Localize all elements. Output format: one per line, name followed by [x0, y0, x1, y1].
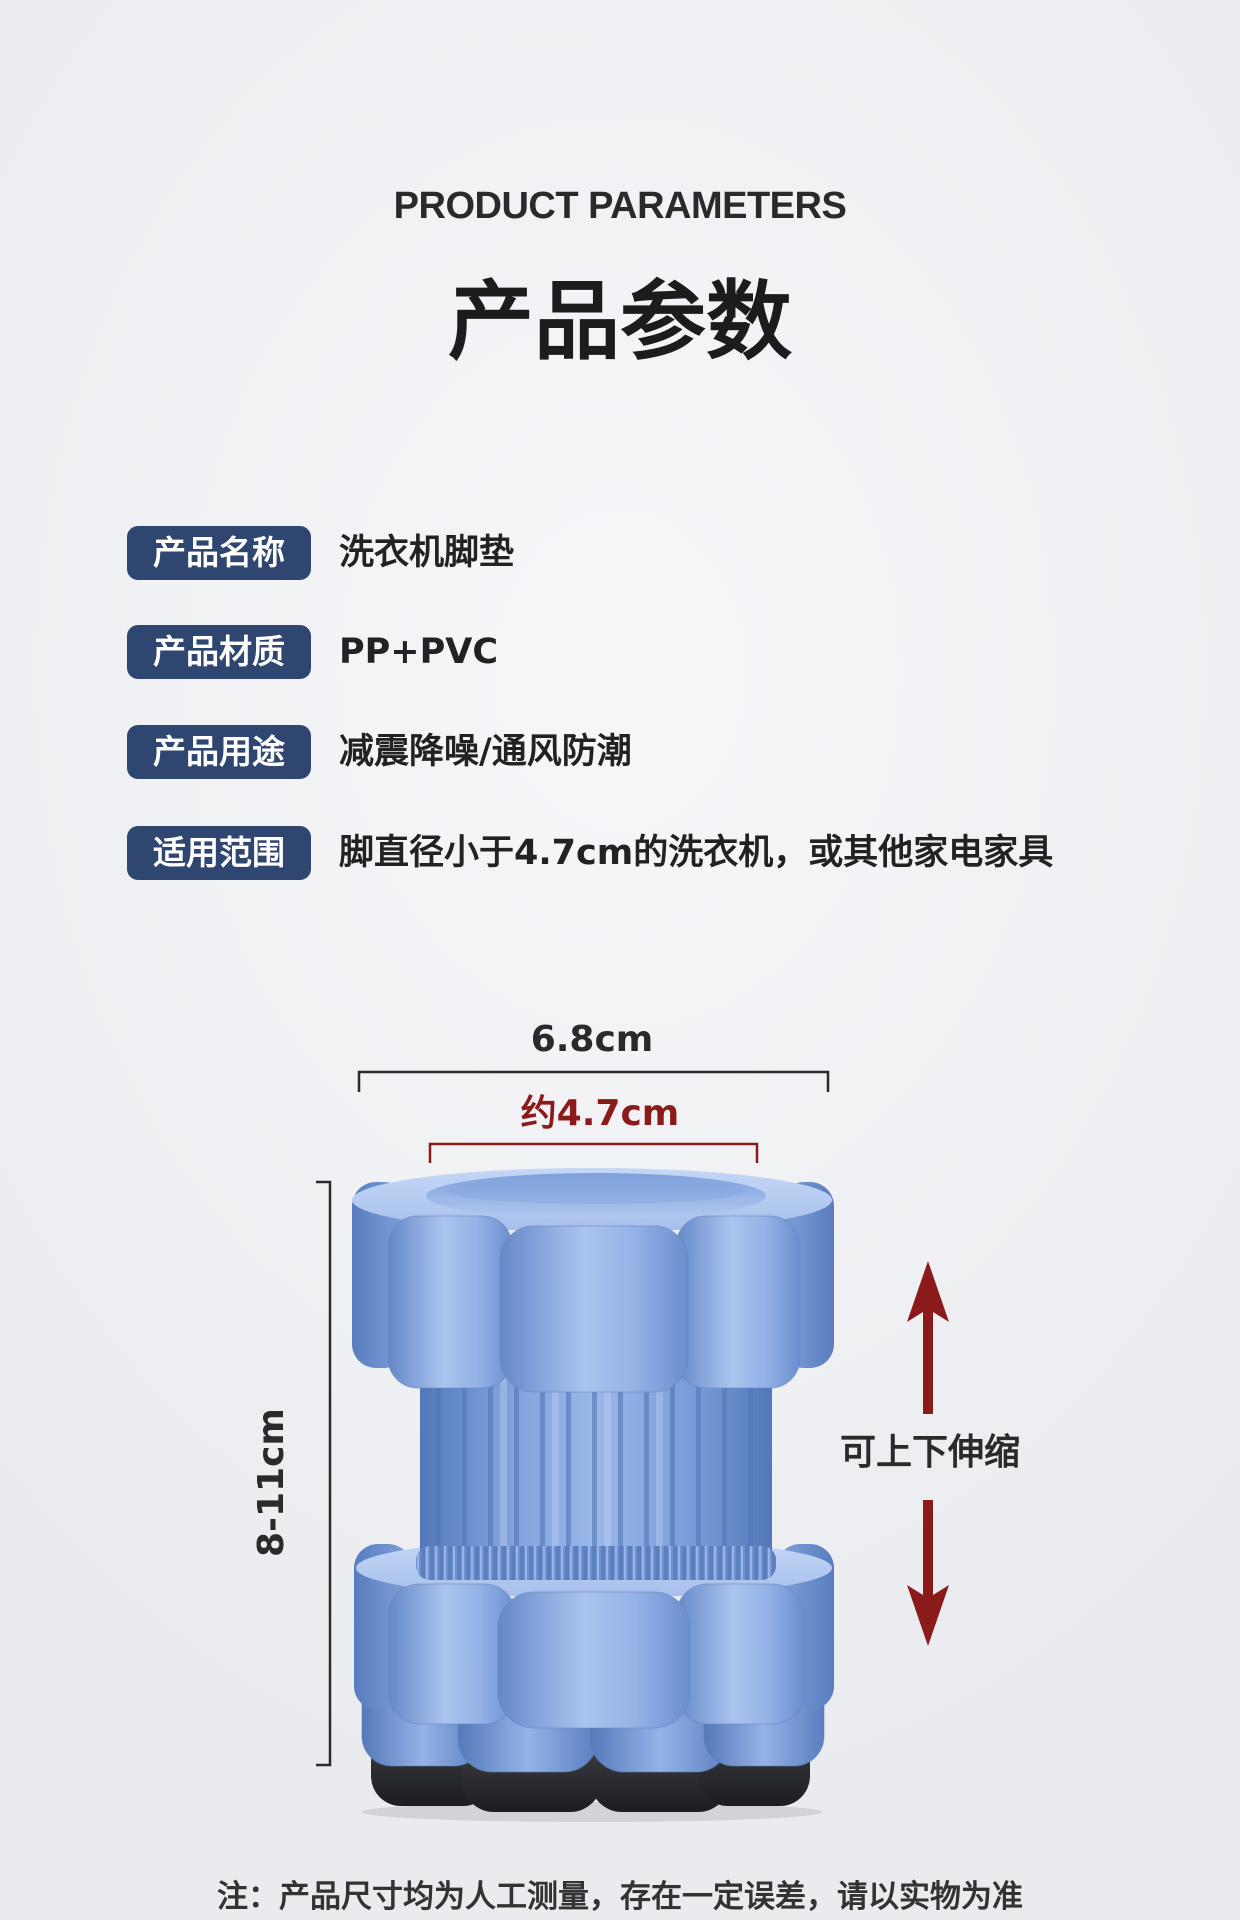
cylinder-rib — [618, 1370, 623, 1550]
param-label-badge: 产品用途 — [127, 725, 311, 779]
param-label-badge: 产品名称 — [127, 526, 311, 580]
param-row-material: 产品材质 PP+PVC — [127, 625, 1127, 679]
adjust-note: 可上下伸缩 — [839, 1432, 1020, 1473]
subtitle-english: PRODUCT PARAMETERS — [393, 185, 847, 227]
cylinder-rib — [540, 1370, 545, 1550]
cylinder-rib — [514, 1370, 519, 1550]
top-cap — [352, 1168, 834, 1393]
top-cap-lobe — [387, 1215, 513, 1389]
cylinder-rib — [670, 1370, 675, 1550]
cylinder-rib — [566, 1370, 571, 1550]
cylinder-rib-highlight — [656, 1370, 663, 1550]
param-value: PP+PVC — [339, 632, 499, 672]
page-title: 产品参数 — [448, 272, 792, 372]
param-value: 脚直径小于4.7cm的洗衣机，或其他家电家具 — [339, 833, 1054, 873]
top-cap-opening — [426, 1173, 766, 1219]
cylinder-rib — [644, 1370, 649, 1550]
inner-diameter-bracket — [428, 1142, 759, 1163]
inner-diameter-label: 约4.7cm — [520, 1093, 680, 1134]
top-cap-lobe — [499, 1225, 689, 1393]
height-label: 8-11cm — [251, 1408, 292, 1557]
outer-width-bracket — [357, 1070, 830, 1092]
cylinder-rib-highlight — [552, 1370, 559, 1550]
cylinder-rib — [436, 1370, 441, 1550]
bottom-cap-front — [387, 1583, 805, 1729]
param-label-badge: 适用范围 — [127, 826, 311, 880]
top-cap-opening-shade — [446, 1178, 746, 1204]
bottom-cap-lobe — [497, 1591, 691, 1729]
cylinder-rib — [722, 1370, 727, 1550]
param-row-usage: 产品用途 减震降噪/通风防潮 — [127, 725, 1127, 779]
bottom-cap-lobe — [387, 1583, 517, 1725]
thread-ring-teeth — [416, 1546, 776, 1580]
arrow-up-icon — [907, 1261, 949, 1414]
param-value: 洗衣机脚垫 — [339, 533, 515, 573]
ribbed-cylinder — [416, 1360, 776, 1580]
param-label-badge: 产品材质 — [127, 625, 311, 679]
height-bracket — [316, 1180, 332, 1767]
cylinder-rib — [696, 1370, 701, 1550]
arrow-down-icon — [907, 1500, 949, 1646]
outer-width-label: 6.8cm — [530, 1019, 654, 1060]
cylinder-rib — [462, 1370, 467, 1550]
foot-pad-illustration — [352, 1168, 834, 1822]
cylinder-rib-highlight — [500, 1370, 507, 1550]
param-row-name: 产品名称 洗衣机脚垫 — [127, 526, 1127, 580]
cylinder-rib-highlight — [604, 1370, 611, 1550]
param-row-scope: 适用范围 脚直径小于4.7cm的洗衣机，或其他家电家具 — [127, 826, 1127, 880]
cylinder-ribs — [436, 1370, 753, 1550]
footnote: 注：产品尺寸均为人工测量，存在一定误差，请以实物为准 — [217, 1879, 1023, 1915]
top-cap-lobe — [675, 1215, 801, 1389]
cylinder-rib — [592, 1370, 597, 1550]
bottom-cap-lobe — [675, 1583, 805, 1725]
cylinder-rib — [488, 1370, 493, 1550]
cylinder-rib — [748, 1370, 753, 1550]
param-value: 减震降噪/通风防潮 — [339, 732, 632, 772]
